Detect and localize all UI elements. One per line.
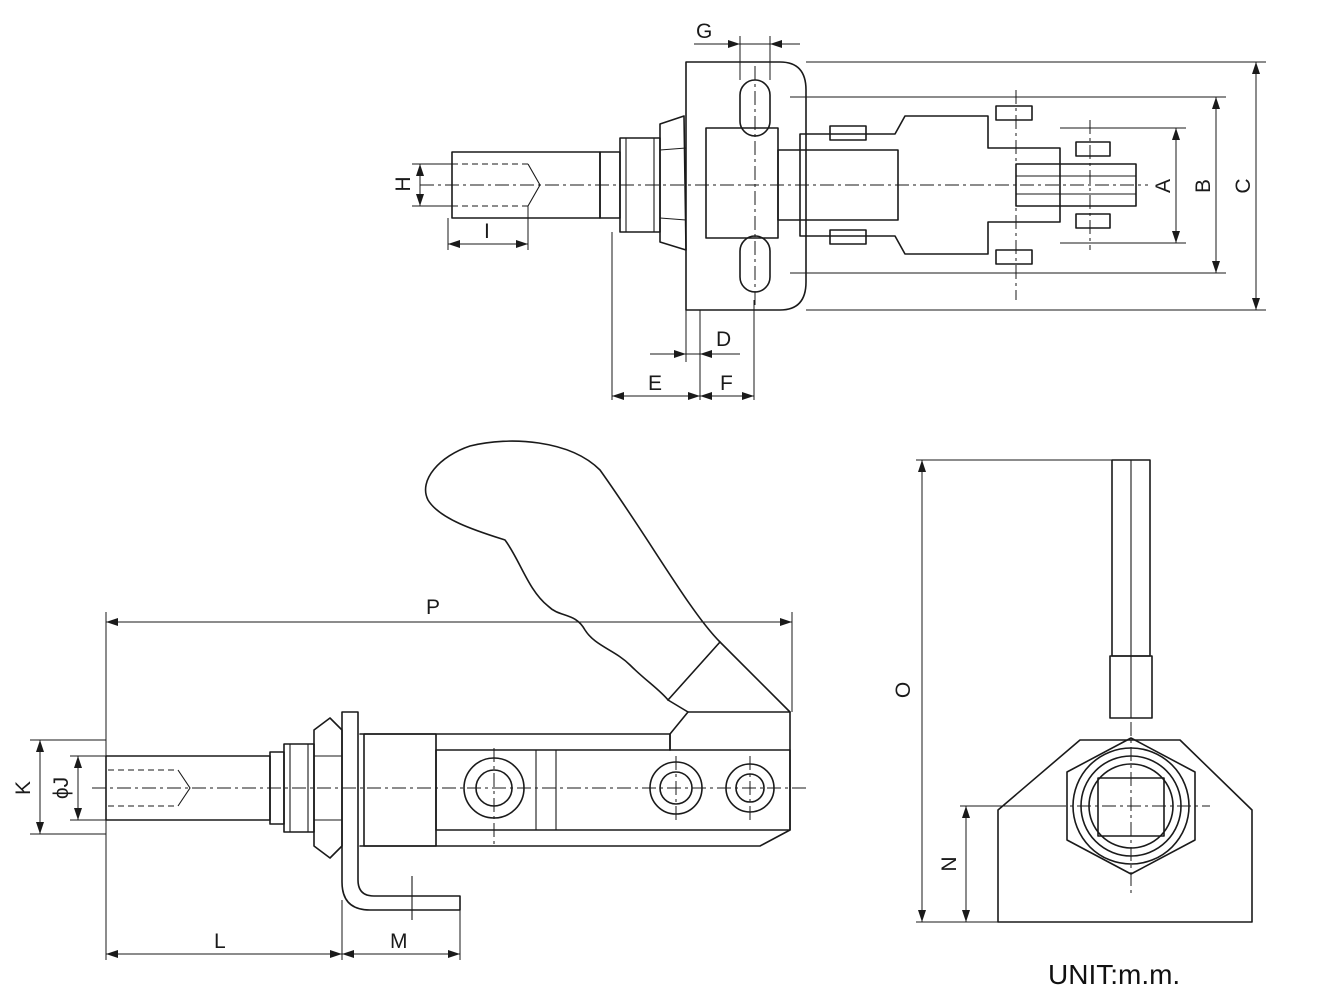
dim-label-n: N — [938, 856, 961, 871]
dim-label-c: C — [1232, 178, 1255, 193]
side-view: P K ϕJ L M — [12, 440, 808, 960]
dim-label-i: I — [484, 220, 490, 243]
unit-label: UNIT:m.m. — [1048, 959, 1180, 990]
dim-label-d: D — [716, 328, 731, 351]
dim-label-g: G — [696, 20, 712, 43]
dim-label-k: K — [12, 781, 35, 795]
dim-label-m: M — [390, 930, 408, 953]
dim-label-a: A — [1152, 179, 1175, 193]
dim-label-o: O — [892, 682, 915, 698]
dim-label-l: L — [214, 930, 226, 953]
dim-label-p: P — [426, 596, 440, 619]
dim-label-f: F — [720, 372, 733, 395]
dim-label-b: B — [1192, 179, 1215, 193]
dim-label-h: H — [392, 176, 415, 191]
dim-label-e: E — [648, 372, 662, 395]
dim-label-j: ϕJ — [50, 777, 73, 799]
top-view: G H I A B C D E F — [392, 20, 1266, 400]
front-view: O N — [892, 459, 1253, 923]
